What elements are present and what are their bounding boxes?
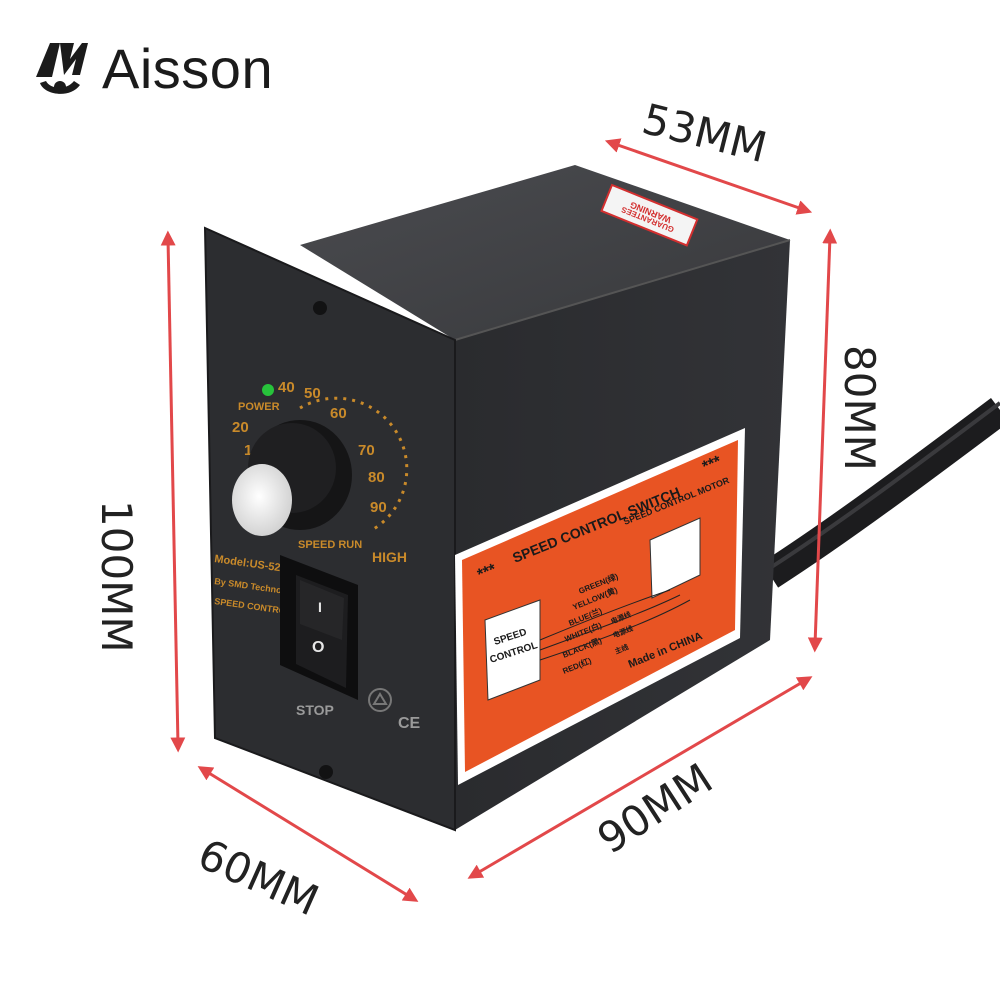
dim-arrow-side: [807, 228, 838, 653]
speed-dial: POWER 20 10 40 50 60 70 80 90 SPEED RUN …: [232, 379, 409, 565]
dim-label-top: 53MM: [638, 94, 772, 172]
label-stars-right: ***: [700, 453, 724, 476]
power-switch[interactable]: I O: [280, 555, 358, 700]
label-stars-left: ***: [475, 561, 499, 584]
dial-number: 80: [368, 469, 385, 486]
brand-name: Aisson: [102, 37, 274, 100]
dim-arrow-depth: [467, 676, 813, 879]
speed-run-label: SPEED RUN: [298, 539, 362, 551]
speed-knob[interactable]: [232, 420, 352, 536]
power-cable: [761, 397, 1000, 588]
dim-arrow-front-width: [197, 766, 419, 902]
mount-hole-top: [313, 301, 327, 315]
brand-logo-icon: [36, 42, 88, 94]
front-panel: [203, 226, 456, 832]
switch-on-mark: I: [318, 599, 322, 615]
power-led: [262, 384, 274, 396]
ce-mark: CE: [398, 715, 421, 732]
dim-arrow-front-height: [160, 230, 186, 753]
dial-number: 40: [278, 379, 295, 396]
dial-number: 20: [232, 419, 249, 436]
dial-number: 50: [304, 385, 321, 402]
dim-label-side: 80MM: [835, 345, 884, 471]
high-label: HIGH: [372, 549, 407, 565]
power-label: POWER: [238, 401, 280, 413]
dial-number: 60: [330, 405, 347, 422]
dial-number: 70: [358, 442, 375, 459]
dial-number: 90: [370, 499, 387, 516]
brand: Aisson: [30, 36, 273, 101]
mount-hole-bottom: [319, 765, 333, 779]
dim-arrow-top: [604, 138, 813, 215]
dim-label-front-height: 100MM: [92, 500, 141, 653]
switch-off-mark: O: [312, 639, 324, 656]
recycle-icon: [368, 688, 392, 712]
stop-label: STOP: [296, 702, 334, 718]
dim-label-front-width: 60MM: [191, 829, 326, 925]
